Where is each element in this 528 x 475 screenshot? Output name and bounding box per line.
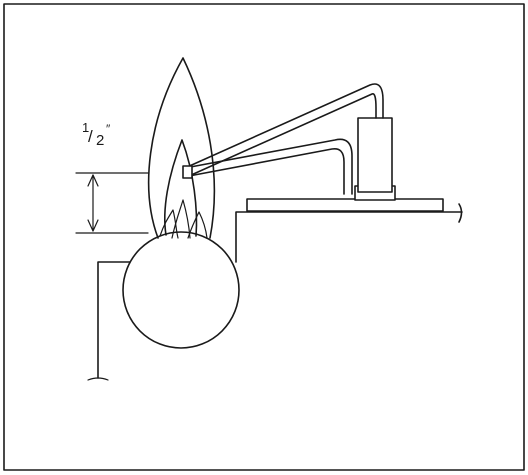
mounting-plate: [235, 198, 463, 263]
dimension-unit: ″: [106, 122, 111, 136]
lower-tube: [184, 138, 353, 195]
diagram-frame: [3, 3, 525, 471]
pilot-fitting: [354, 117, 396, 201]
dimension-label: 1 / 2 ″: [82, 120, 111, 149]
dimension-denominator: 2: [96, 132, 104, 149]
dimension-slash: /: [88, 127, 93, 146]
burner-drum: [87, 231, 240, 381]
dimension-numerator: 1: [82, 120, 89, 135]
flame-icon: [147, 57, 216, 239]
upper-tube: [184, 83, 384, 177]
dimension-marker: [75, 172, 149, 234]
pilot-tip: [182, 165, 193, 179]
